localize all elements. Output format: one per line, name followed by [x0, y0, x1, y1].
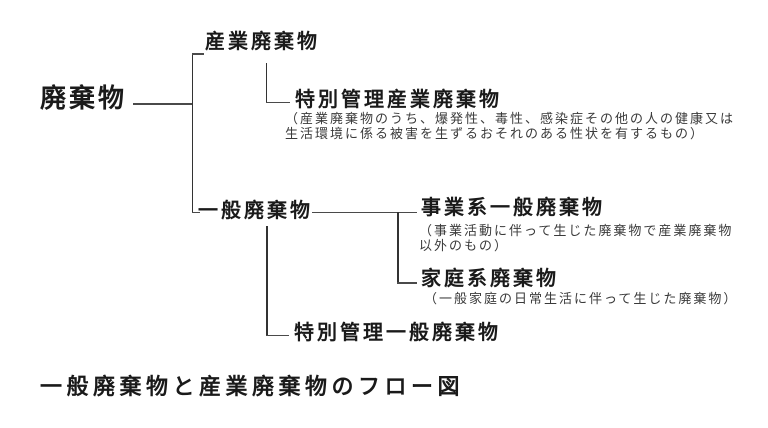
- desc-special-industrial-line2: 生活環境に係る被害を生ずるおそれのある性状を有するもの）: [285, 126, 706, 141]
- node-industrial-waste: 産業廃棄物: [205, 31, 320, 53]
- connector-special-general-stub: [266, 334, 289, 336]
- connector-trunk-vertical: [191, 53, 193, 213]
- connector-root-horizontal: [133, 103, 192, 105]
- connector-general-stub: [191, 211, 200, 213]
- connector-junction-vertical: [397, 211, 399, 284]
- node-special-industrial-waste: 特別管理産業廃棄物: [295, 89, 502, 111]
- node-household-waste: 家庭系廃棄物: [421, 268, 559, 290]
- connector-special-general-vertical: [266, 226, 268, 336]
- desc-business-general-line2: 以外のもの）: [419, 238, 510, 253]
- connector-general-horizontal: [312, 211, 417, 213]
- node-waste-root: 廃棄物: [40, 83, 128, 113]
- node-business-general-waste: 事業系一般廃棄物: [421, 197, 605, 219]
- connector-household-stub: [397, 282, 417, 284]
- connector-special-industrial-stub: [265, 101, 290, 103]
- desc-business-general: （事業活動に伴って生じた廃棄物で産業廃棄物 以外のもの）: [419, 223, 733, 253]
- node-general-waste: 一般廃棄物: [198, 200, 313, 222]
- desc-household: （一般家庭の日常生活に伴って生じた廃棄物）: [424, 291, 738, 306]
- connector-special-industrial-vertical: [265, 63, 267, 103]
- node-special-general-waste: 特別管理一般廃棄物: [294, 322, 501, 344]
- desc-business-general-line1: （事業活動に伴って生じた廃棄物で産業廃棄物: [419, 223, 734, 238]
- diagram-caption: 一般廃棄物と産業廃棄物のフロー図: [40, 374, 465, 399]
- connector-industrial-stub: [191, 53, 204, 55]
- desc-special-industrial: （産業廃棄物のうち、爆発性、毒性、感染症その他の人の健康又は 生活環境に係る被害…: [285, 111, 735, 141]
- desc-household-line1: （一般家庭の日常生活に伴って生じた廃棄物）: [424, 291, 739, 306]
- desc-special-industrial-line1: （産業廃棄物のうち、爆発性、毒性、感染症その他の人の健康又は: [285, 111, 736, 126]
